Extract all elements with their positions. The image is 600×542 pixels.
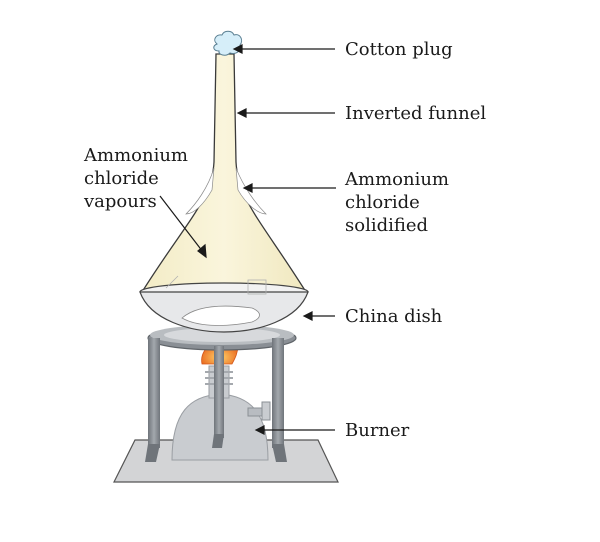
label-line: chloride — [345, 192, 420, 213]
label-ammonium-chloride-solidified: Ammonium chloride solidified — [345, 168, 449, 237]
label-line: vapours — [84, 191, 157, 212]
solidified-deposit — [185, 167, 215, 215]
tripod-stand — [145, 325, 297, 462]
label-china-dish: China dish — [345, 306, 443, 327]
label-cotton-plug: Cotton plug — [345, 39, 453, 60]
solidified-deposit-right — [235, 167, 267, 215]
leader-lines — [159, 44, 336, 435]
burner-valve-knob — [261, 401, 271, 421]
label-line: Ammonium — [345, 169, 449, 190]
label-line: chloride — [84, 168, 159, 189]
label-inverted-funnel: Inverted funnel — [345, 103, 487, 124]
cotton-plug — [213, 30, 243, 56]
label-ammonium-chloride-vapours: Ammonium chloride vapours — [84, 144, 188, 213]
label-burner: Burner — [345, 420, 410, 441]
label-line: Ammonium — [84, 145, 188, 166]
china-dish — [139, 275, 309, 333]
label-line: solidified — [345, 215, 429, 236]
